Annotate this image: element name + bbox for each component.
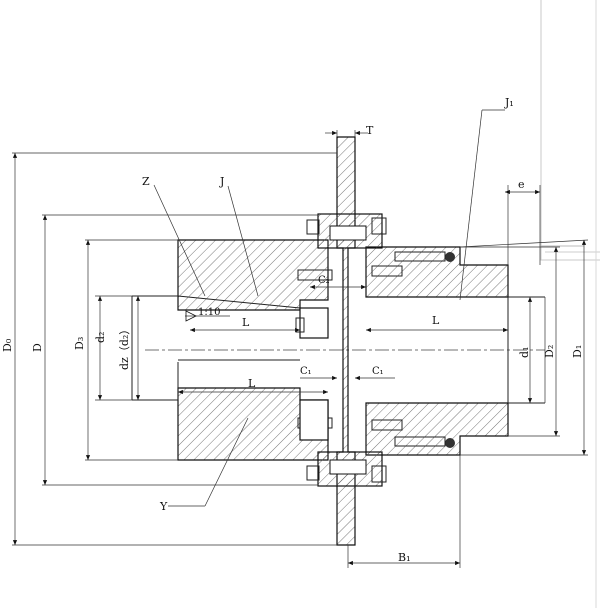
label-C1-right: C₁ — [372, 366, 384, 377]
lower-bolt-assembly — [297, 417, 403, 487]
overlay-frame — [540, 0, 600, 608]
upper-bolt-assembly — [297, 213, 403, 281]
center-sleeve — [295, 307, 329, 441]
label-J: J — [219, 175, 224, 188]
label-C2: C₂ — [318, 275, 330, 286]
dimension-lines — [12, 130, 587, 566]
seal-rings — [394, 251, 455, 448]
dimension-labels: T J₁ e Z J C₂ 1:10 L L L C₁ C₁ Y B₁ D₀ D… — [1, 96, 584, 564]
label-J1: J₁ — [504, 96, 514, 109]
extension-lines — [12, 130, 589, 568]
label-D0: D₀ — [1, 338, 14, 352]
label-D2: D₂ — [543, 345, 556, 358]
label-e: e — [518, 178, 525, 191]
label-L-upper-right: L — [432, 314, 440, 327]
label-B1: B₁ — [398, 551, 411, 564]
label-C1-left: C₁ — [300, 366, 312, 377]
label-D3: D₃ — [73, 337, 86, 350]
label-L-lower: L — [248, 377, 256, 390]
label-L-upper-left: L — [242, 316, 250, 329]
leader-lines — [153, 109, 505, 507]
label-dz: dz（d₂） — [118, 324, 131, 370]
label-T: T — [366, 124, 374, 137]
label-Y: Y — [159, 500, 168, 513]
label-D1: D₁ — [571, 345, 584, 358]
label-taper: 1:10 — [198, 307, 220, 318]
right-hub — [365, 246, 509, 456]
label-D: D — [31, 343, 44, 352]
shaft-bores — [131, 295, 545, 404]
label-d1: d₁ — [518, 347, 531, 358]
label-Z: Z — [142, 175, 150, 188]
label-d2: d₂ — [94, 332, 107, 343]
